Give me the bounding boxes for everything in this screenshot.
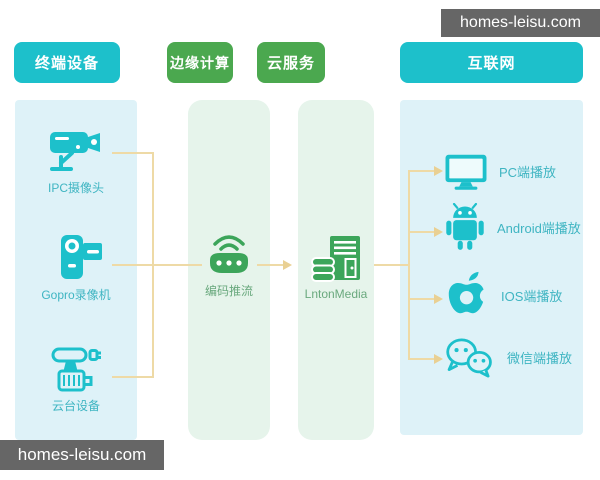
camcorder-icon [48,233,104,281]
connector-line [112,264,202,266]
node-encoder-push: 编码推流 [174,229,284,299]
connector-line [408,231,435,233]
arrowhead-icon [283,260,292,270]
watermark-bottom-left: homes-leisu.com [0,440,164,470]
apple-icon [444,271,490,319]
node-ios-playback: IOS端播放 [444,271,562,319]
node-label: Gopro录像机 [41,288,111,302]
connector-bus [408,171,410,360]
node-label: IOS端播放 [501,288,563,304]
media-server-icon [309,234,363,282]
node-label: IPC摄像头 [47,181,104,195]
connector-line [408,298,435,300]
connector-line [257,264,284,266]
connector-line [408,170,435,172]
encoder-router-icon [203,229,255,277]
pc-monitor-icon [444,149,488,194]
header-edge-computing: 边缘计算 [167,42,233,83]
cctv-camera-icon [47,126,105,174]
node-android-playback: Android端播放 [444,203,581,251]
node-label: 云台设备 [51,399,100,413]
ptz-device-icon [48,346,104,392]
node-wechat-playback: 微信端播放 [444,336,572,379]
arrowhead-icon [434,227,443,237]
node-label: 编码推流 [204,284,253,298]
node-lnton-media: LntonMedia [281,234,391,301]
arrowhead-icon [434,294,443,304]
connector-bus [152,152,154,378]
wechat-icon [444,336,496,379]
node-label: LntonMedia [304,287,368,301]
node-ipc-camera: IPC摄像头 [21,126,131,196]
node-gopro-recorder: Gopro录像机 [21,233,131,303]
arrowhead-icon [434,354,443,364]
connector-line [374,264,409,266]
watermark-top-right: homes-leisu.com [441,9,600,37]
header-cloud-service: 云服务 [257,42,325,83]
arrowhead-icon [434,166,443,176]
node-label: PC端播放 [499,165,557,180]
node-pc-playback: PC端播放 [444,149,556,194]
panel-internet [400,100,583,435]
connector-line [408,358,435,360]
android-icon [444,203,486,251]
header-internet: 互联网 [400,42,583,83]
node-label: 微信端播放 [507,351,573,366]
node-label: Android端播放 [497,220,581,236]
connector-line [112,152,153,154]
header-terminal-devices: 终端设备 [14,42,120,83]
node-ptz-device: 云台设备 [21,346,131,414]
connector-line [112,376,153,378]
